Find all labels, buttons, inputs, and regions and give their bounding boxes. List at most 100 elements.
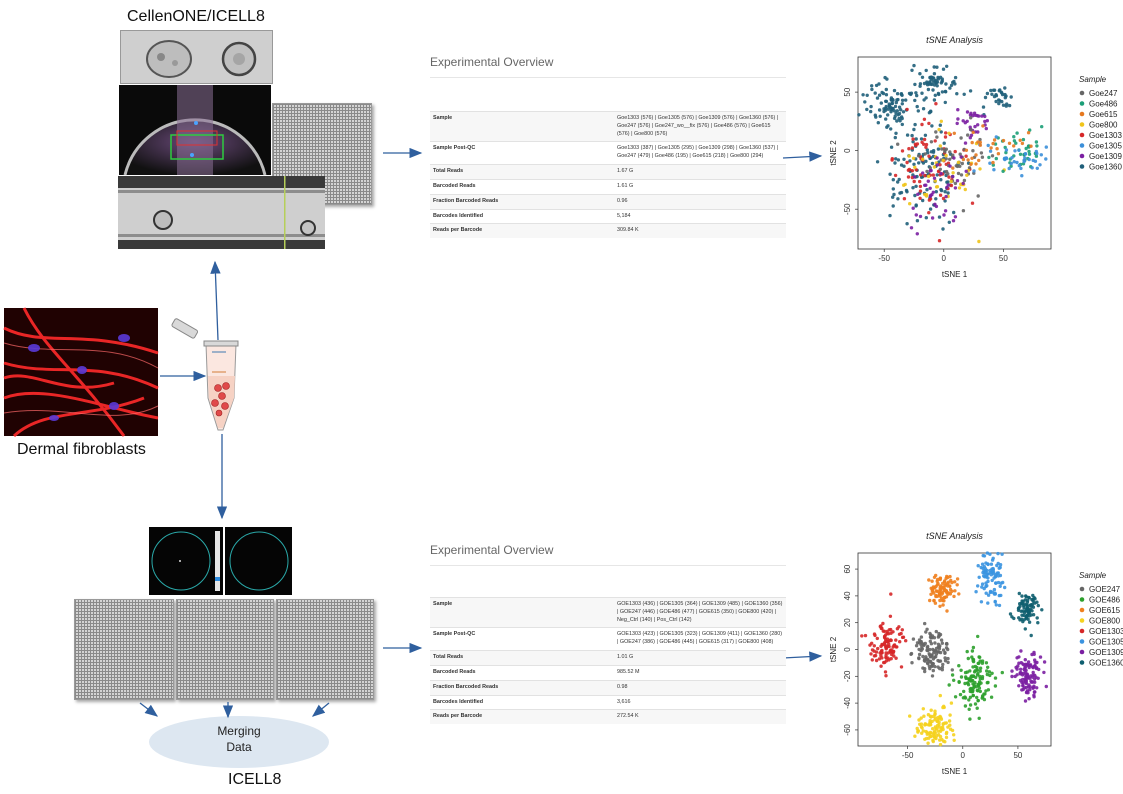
data-point	[1030, 166, 1034, 170]
data-point	[904, 639, 908, 643]
data-point	[937, 215, 942, 219]
data-point	[935, 84, 939, 88]
tube-icon	[168, 318, 244, 433]
data-point	[989, 146, 993, 150]
data-point	[914, 91, 918, 95]
data-point	[927, 211, 931, 215]
data-point	[934, 655, 938, 659]
data-point	[991, 141, 995, 146]
data-point	[966, 133, 970, 137]
data-point	[926, 662, 930, 666]
data-point	[991, 88, 996, 92]
overview-top-key: Sample	[430, 110, 614, 142]
x-tick-label: 0	[942, 254, 947, 263]
data-point	[968, 717, 972, 721]
data-point	[970, 156, 974, 160]
data-point	[900, 122, 904, 127]
data-point	[1024, 595, 1028, 599]
data-point	[987, 155, 991, 160]
data-point	[1017, 684, 1021, 688]
data-point	[918, 722, 922, 726]
data-point	[988, 552, 992, 556]
data-point	[922, 714, 926, 718]
data-point	[952, 678, 956, 682]
cell-image-strip	[120, 30, 273, 84]
data-point	[1019, 649, 1023, 653]
data-point	[924, 68, 928, 73]
data-point	[1019, 166, 1023, 171]
data-point	[924, 159, 928, 163]
data-point	[936, 147, 941, 151]
data-point	[955, 583, 959, 587]
data-point	[929, 140, 934, 144]
data-point	[1001, 580, 1005, 585]
data-point	[1027, 152, 1032, 156]
data-point	[1003, 92, 1007, 97]
data-point	[997, 593, 1001, 598]
data-point	[995, 571, 1000, 575]
data-point	[974, 590, 978, 594]
legend-label: GOE800	[1089, 617, 1121, 626]
data-point	[873, 653, 878, 658]
data-point	[945, 180, 949, 184]
legend-label: Goe1303	[1089, 131, 1122, 140]
arrow-top-overview-to-chart	[782, 151, 823, 162]
overview-bottom-key: Fraction Barcoded Reads	[430, 679, 614, 696]
data-point	[935, 719, 940, 723]
data-point	[991, 163, 995, 167]
data-point	[948, 157, 952, 161]
data-point	[922, 81, 927, 86]
data-point	[931, 88, 935, 92]
data-point	[965, 173, 969, 177]
data-point	[1003, 86, 1007, 90]
data-point	[975, 706, 979, 710]
well-graphic-1	[149, 527, 223, 595]
data-point	[967, 698, 971, 702]
data-point	[1044, 157, 1048, 161]
data-point	[954, 164, 958, 168]
data-point	[938, 144, 942, 148]
data-point	[921, 729, 925, 733]
data-point	[946, 725, 950, 729]
data-point	[928, 166, 932, 170]
data-point	[952, 210, 956, 215]
data-point	[938, 738, 942, 742]
data-point	[986, 579, 990, 584]
data-point	[979, 151, 984, 155]
data-point	[976, 123, 980, 127]
data-point	[984, 575, 988, 579]
data-point	[952, 156, 956, 160]
data-point	[940, 90, 945, 94]
data-point	[920, 75, 925, 79]
data-point	[926, 741, 930, 745]
data-point	[1012, 139, 1017, 143]
data-point	[934, 629, 938, 634]
data-point	[916, 192, 920, 196]
data-point	[944, 153, 948, 158]
data-point	[969, 128, 973, 132]
data-point	[981, 105, 986, 109]
data-point	[947, 220, 951, 224]
data-point	[983, 95, 988, 100]
data-point	[934, 190, 938, 194]
data-point	[880, 648, 884, 653]
data-point	[983, 567, 988, 571]
data-point	[930, 634, 935, 638]
data-point	[953, 75, 958, 80]
data-point	[935, 65, 939, 69]
data-point	[1017, 163, 1021, 168]
y-axis-label: tSNE 2	[829, 636, 838, 662]
data-point	[978, 143, 982, 147]
data-point	[938, 598, 942, 603]
data-point	[909, 226, 914, 230]
data-point	[934, 130, 938, 134]
chip-well-image-2	[225, 527, 292, 595]
data-point	[1044, 145, 1048, 149]
data-point	[932, 98, 937, 102]
y-tick-label: 20	[843, 618, 852, 627]
overview-bottom-value: 3,616	[614, 694, 786, 710]
data-point	[912, 179, 916, 184]
data-point	[963, 704, 968, 708]
